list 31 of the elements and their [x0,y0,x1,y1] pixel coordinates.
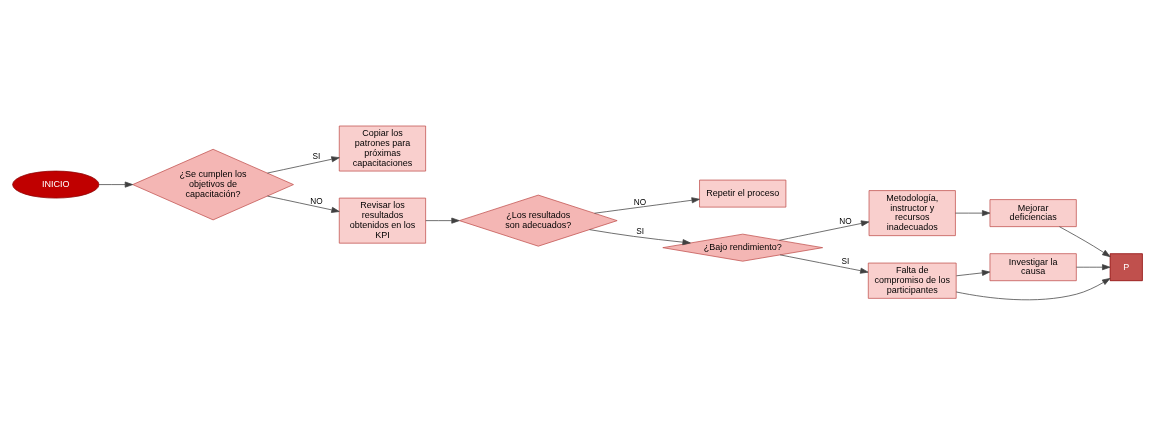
arrow [594,196,700,214]
arrow [1076,263,1111,270]
arrow [589,228,691,245]
edge-label: SI [312,151,321,161]
arrow [267,195,340,213]
node-box: P [1109,252,1143,281]
node-diamond: ¿Bajo rendimiento? [662,233,823,262]
arrow [98,181,134,188]
node-box: Investigar la causa [989,252,1077,281]
node-box: Metodología, instructor y recursos inadecuados [868,189,956,236]
arrow [955,277,1111,300]
edge-label: SI [841,256,850,266]
arrow [267,155,340,173]
node-box: Mejorar deficiencias [989,198,1077,227]
arrow [425,217,460,224]
arrow [1059,225,1111,257]
node-box: Revisar los resultados obtenidos en los KPI [338,197,426,244]
edge-label: NO [633,197,647,207]
arrow [779,254,869,274]
node-box: Falta de compromiso de los participantes [867,262,957,299]
edge-label: NO [310,196,323,206]
node-diamond: ¿Se cumplen los objetivos de capacitación? [132,148,294,220]
edge-label: SI [636,226,644,236]
arrow [778,219,870,241]
arrow [956,269,991,276]
arrow [955,209,991,216]
node-diamond: ¿Los resultados son adecuados? [459,194,618,247]
edge-label: NO [839,216,852,226]
node-box: Repetir el proceso [699,179,787,207]
node-box: Copiar los patrones para próximas capacitaciones [338,125,426,171]
node-ellipse: INICIO [12,170,100,198]
